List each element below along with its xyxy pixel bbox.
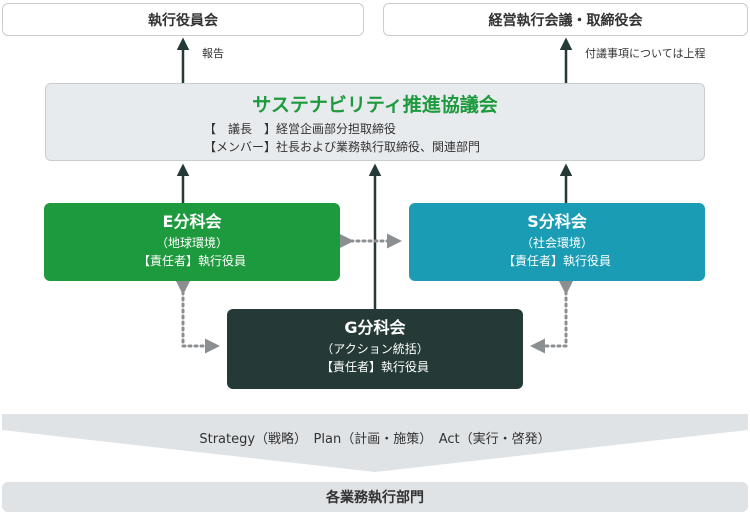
- g-committee-area: （アクション統括）: [321, 342, 429, 356]
- council-title: サステナビリティ推進協議会: [252, 94, 498, 116]
- pdca-band-shape: [2, 414, 748, 472]
- council-members-line: 【メンバー】社長および業務執行取締役、関連部門: [204, 140, 481, 154]
- report-note: 報告: [202, 47, 224, 60]
- dotted-s-g-link: [530, 280, 574, 354]
- council-chair-line: 【 議長 】経営企画部分担取締役: [204, 122, 397, 136]
- e-committee-area: （地球環境）: [155, 236, 228, 250]
- e-committee-box: E分科会 （地球環境） 【責任者】執行役員: [44, 203, 340, 281]
- s-committee-responsible: 【責任者】執行役員: [502, 254, 611, 268]
- sustainability-council-box: サステナビリティ推進協議会 【 議長 】経営企画部分担取締役 【メンバー】社長お…: [45, 83, 705, 161]
- proposal-note: 付議事項については上程: [585, 47, 706, 60]
- pdca-band-label: Strategy（戦略） Plan（計画・施策） Act（実行・啓発）: [199, 432, 551, 447]
- e-committee-responsible: 【責任者】執行役員: [137, 254, 246, 268]
- e-committee-name: E分科会: [162, 212, 222, 231]
- g-committee-responsible: 【責任者】執行役員: [320, 360, 429, 374]
- executive-officers-meeting-box: 執行役員会: [2, 3, 364, 36]
- s-committee-box: S分科会 （社会環境） 【責任者】執行役員: [409, 203, 705, 281]
- s-committee-name: S分科会: [527, 212, 587, 231]
- business-divisions-bar: 各業務執行部門: [2, 482, 748, 512]
- dotted-e-g-link: [175, 280, 220, 354]
- board-meeting-box: 経営執行会議・取締役会: [383, 3, 748, 36]
- s-committee-area: （社会環境）: [520, 236, 593, 250]
- g-committee-box: G分科会 （アクション統括） 【責任者】執行役員: [227, 309, 523, 389]
- g-committee-name: G分科会: [344, 318, 406, 337]
